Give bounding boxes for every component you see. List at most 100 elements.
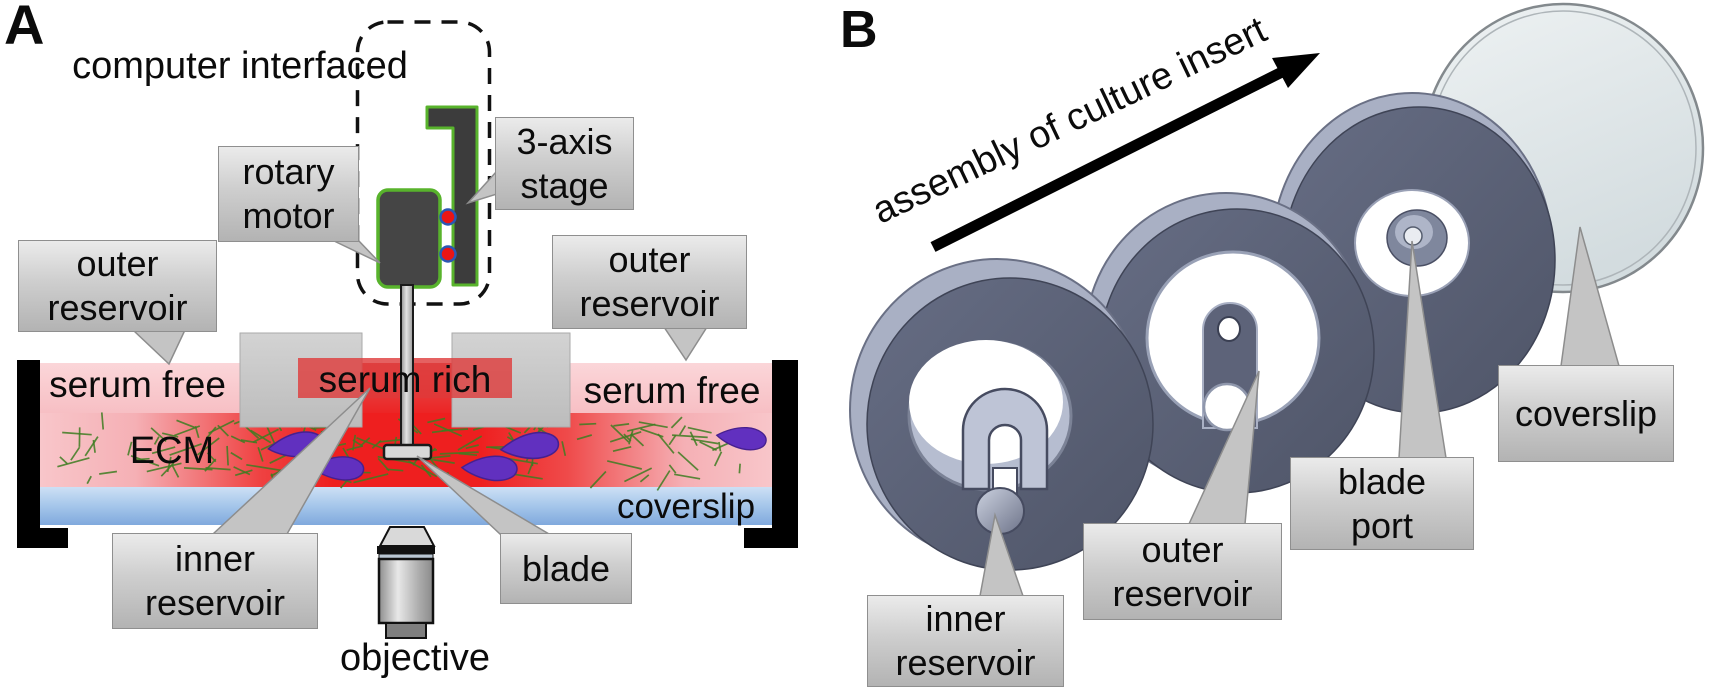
- ecm-fiber: [252, 428, 279, 443]
- callout-text: stage: [520, 164, 609, 206]
- ecm-fiber: [183, 467, 213, 471]
- ecm-text: ECM: [129, 430, 215, 472]
- ecm-fiber: [230, 451, 243, 461]
- ecm-fiber: [612, 445, 632, 453]
- inner-reservoir-b-callout: inner reservoir: [867, 595, 1064, 687]
- serum-rich-text: serum rich: [318, 359, 492, 400]
- outer-reservoir-disc: [1084, 192, 1375, 494]
- ecm-fiber: [441, 428, 469, 432]
- objective-caption: objective: [340, 637, 490, 679]
- cell: [460, 455, 518, 482]
- computer-interfaced-caption: computer interfaced: [72, 45, 408, 87]
- objective-body: [377, 557, 435, 625]
- ecm-fiber: [62, 431, 92, 436]
- ecm-fiber: [233, 466, 251, 476]
- inner-reservoir-u-wall: [961, 387, 1049, 491]
- ecm-fiber: [246, 463, 285, 472]
- ecm-fiber: [377, 457, 390, 472]
- ecm-fiber: [153, 436, 160, 445]
- ecm-fiber: [197, 437, 220, 456]
- callout-text: outer: [76, 243, 159, 284]
- ecm-fiber: [171, 464, 180, 478]
- objective-foot: [385, 622, 427, 639]
- ecm-fiber: [346, 445, 364, 451]
- ecm-fiber: [59, 456, 68, 465]
- ecm-fiber: [86, 475, 92, 485]
- ecm-fiber: [130, 454, 160, 467]
- ecm-fiber: [194, 425, 200, 439]
- ecm-fiber: [217, 424, 230, 437]
- ecm-fiber: [250, 429, 272, 444]
- ecm-fiber: [257, 447, 264, 462]
- ecm-fiber: [589, 470, 607, 489]
- coverslip-b-callout: coverslip: [1498, 365, 1674, 462]
- ecm-fiber: [607, 460, 642, 470]
- ecm-fiber: [507, 457, 538, 465]
- ecm-fiber: [92, 439, 96, 453]
- ecm-fiber: [133, 457, 150, 461]
- callout-text: 3-axis: [516, 120, 613, 162]
- ecm-fiber: [226, 445, 229, 466]
- ecm-fiber: [738, 463, 741, 474]
- panel-a-letter: A: [4, 0, 45, 56]
- serum-free-right-text: serum free: [583, 370, 761, 411]
- inner-reservoir-callout: inner reservoir: [112, 533, 318, 629]
- ecm-fiber: [690, 438, 719, 445]
- ecm-fiber: [84, 436, 99, 457]
- ecm-fiber: [640, 428, 664, 438]
- ecm-fiber: [169, 443, 202, 456]
- ecm-fiber: [386, 468, 404, 472]
- outer-reservoir-b-callout: outer reservoir: [1083, 523, 1282, 620]
- ecm-fiber: [613, 423, 630, 427]
- assembly-arrow: [930, 53, 1320, 252]
- motor-stage-assembly: [355, 20, 492, 461]
- callout-tails: [131, 169, 1620, 597]
- ecm-fiber: [674, 473, 701, 480]
- ecm-fiber: [99, 470, 118, 475]
- ecm-fiber: [678, 425, 687, 436]
- indicator-dot: [439, 245, 457, 263]
- ecm-fiber: [427, 417, 446, 424]
- ecm-fiber: [514, 473, 543, 480]
- ecm-fiber: [657, 433, 675, 454]
- outer-reservoir-left-callout: outer reservoir: [18, 240, 217, 332]
- ecm-fiber: [668, 434, 677, 446]
- tab-hole: [1217, 316, 1241, 342]
- inner-reservoir-bulb: [975, 487, 1025, 535]
- callout-text: motor: [242, 195, 335, 236]
- serum-free-left-text: serum free: [49, 364, 226, 405]
- callout-text: outer: [1141, 528, 1224, 570]
- ecm-fiber: [356, 437, 385, 450]
- ecm-fiber: [689, 431, 698, 446]
- callout-text: reservoir: [579, 283, 720, 324]
- ecm-fiber: [576, 434, 593, 441]
- ecm-fiber: [205, 466, 231, 471]
- ecm-fiber: [206, 452, 217, 463]
- ecm-fiber: [687, 426, 712, 434]
- computer-interfaced-dashed-box: [355, 20, 492, 306]
- ecm-fiber: [146, 462, 182, 473]
- ecm-fiber: [628, 430, 634, 445]
- dish-wall-left: [17, 360, 68, 548]
- callout-text: blade: [1337, 460, 1427, 502]
- ecm-fiber: [527, 462, 534, 475]
- ecm-fiber: [151, 446, 176, 455]
- rotary-motor-shape: [376, 188, 442, 289]
- ecm-fiber: [670, 416, 683, 429]
- blade-port-callout: blade port: [1290, 457, 1474, 550]
- outer-reservoir-right-callout: outer reservoir: [552, 235, 747, 329]
- ecm-fiber: [639, 474, 650, 483]
- rotary-motor-callout: rotary motor: [218, 146, 359, 242]
- cell: [715, 426, 767, 451]
- three-axis-stage-shape: [425, 105, 479, 287]
- callout-text: reservoir: [895, 642, 1036, 683]
- ecm-fiber: [638, 421, 668, 429]
- ecm-fiber: [677, 451, 699, 471]
- ecm-fiber: [360, 437, 371, 446]
- ecm-fiber: [579, 422, 597, 426]
- ecm-fiber: [458, 452, 478, 457]
- outer-reservoir-left-tail: [131, 329, 187, 366]
- ecm-fiber: [204, 458, 217, 472]
- dish-wall-right: [744, 360, 798, 548]
